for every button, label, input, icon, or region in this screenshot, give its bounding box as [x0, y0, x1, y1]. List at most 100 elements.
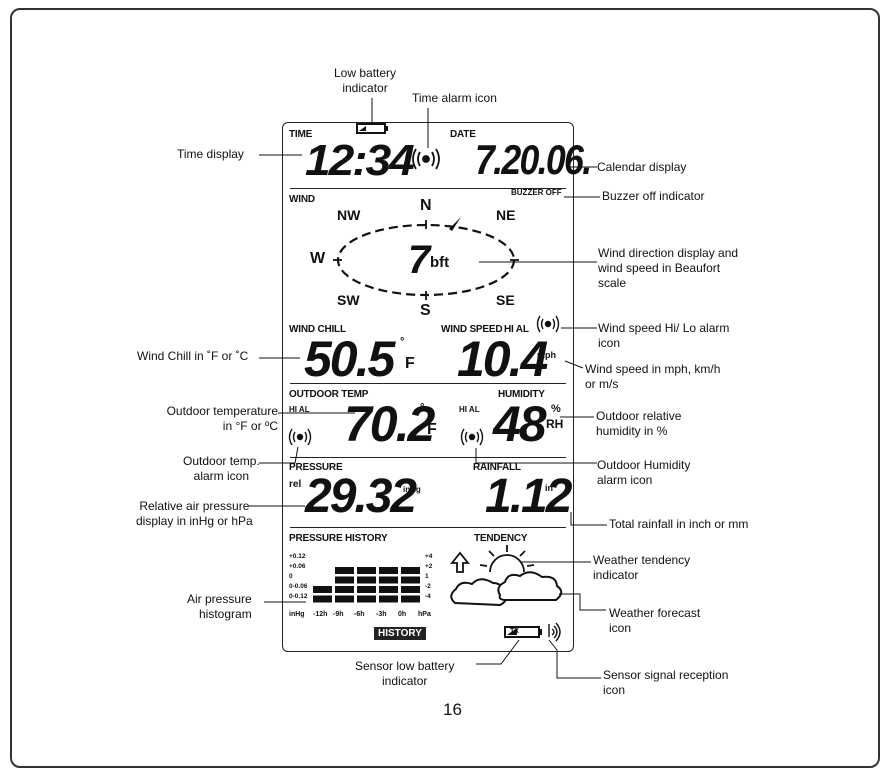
histogram-bar-segment — [335, 595, 354, 603]
compass-nw: NW — [337, 207, 361, 223]
callout-forecast: Weather forecast icon — [609, 606, 701, 635]
callout-histogram: Air pressure histogram — [187, 592, 252, 621]
humidity-unit-pct: % — [551, 403, 561, 415]
date-value: 7.20.06. — [475, 136, 592, 183]
time-alarm-icon — [412, 148, 440, 170]
histogram-left-tick: +0.12 — [289, 553, 306, 560]
histogram-bar-segment — [313, 586, 332, 593]
time-label: TIME — [289, 129, 313, 140]
callout-outdoor-humidity: Outdoor relative humidity in % — [596, 409, 682, 438]
histogram-axis-label: -9h — [333, 611, 344, 618]
rainfall-value: 1.12 — [485, 470, 572, 523]
histogram-right-tick: -4 — [425, 593, 431, 600]
histogram-bar-segment — [335, 576, 354, 584]
humidity-unit-rh: RH — [546, 417, 564, 431]
pressure-unit: inHg — [403, 485, 421, 494]
sensor-battery-icon — [504, 626, 542, 638]
histogram-left-tick: 0-0.06 — [289, 583, 308, 590]
histogram-axis-label: hPa — [418, 611, 431, 618]
compass-ticks — [333, 220, 519, 300]
histogram-bar-segment — [401, 595, 420, 603]
histogram-bar-segment — [401, 567, 420, 574]
history-button[interactable]: HISTORY — [374, 627, 426, 640]
histogram-axis-label: 0h — [398, 611, 407, 618]
wind-beaufort-value: 7 — [408, 238, 430, 282]
compass-s: S — [420, 302, 431, 319]
sun-icon — [479, 545, 535, 573]
histogram-axis-label: -12h — [313, 611, 328, 618]
temp-unit: F — [427, 421, 437, 438]
wind-chill-unit: F — [405, 355, 415, 372]
histogram-bar-segment — [335, 586, 354, 593]
wind-chill-label: WIND CHILL — [289, 324, 346, 335]
histogram-right-tick: +4 — [425, 553, 433, 560]
compass-se: SE — [496, 292, 515, 308]
histogram-bar-segment — [357, 576, 376, 584]
histogram-bar-segment — [379, 586, 398, 593]
page-number: 16 — [443, 700, 462, 719]
humidity-value: 48 — [493, 396, 547, 452]
wind-chill-value: 50.5 — [304, 331, 395, 387]
histogram-right-tick: -2 — [425, 583, 431, 590]
tendency-arrow-icon — [450, 551, 470, 573]
histogram-left-tick: 0 — [289, 573, 293, 580]
pressure-value: 29.32 — [305, 470, 417, 523]
callout-time-alarm: Time alarm icon — [412, 91, 497, 105]
callout-air-pressure: Relative air pressure display in inHg or… — [136, 499, 253, 528]
degree-symbol: ° — [400, 336, 405, 348]
wind-direction-pointer — [449, 217, 461, 231]
divider — [290, 457, 566, 458]
humidity-label: HUMIDITY — [498, 389, 545, 400]
wind-hi-al-label: HI AL — [504, 324, 529, 335]
date-label: DATE — [450, 129, 476, 140]
histogram-bar-segment — [357, 567, 376, 574]
compass-ne: NE — [496, 207, 516, 223]
compass-n: N — [420, 197, 432, 214]
temp-hi-al-label: HI AL — [289, 405, 310, 414]
callout-wind-chill: Wind Chill in ˚F or ˚C — [137, 349, 249, 363]
divider — [290, 383, 566, 384]
divider — [290, 188, 566, 189]
histogram-bar-segment — [335, 567, 354, 574]
histogram-left-tick: 0-0.12 — [289, 593, 308, 600]
pressure-label: PRESSURE — [289, 462, 343, 473]
buzzer-off-indicator: BUZZER OFF — [511, 188, 562, 197]
histogram-axis-label: -3h — [376, 611, 387, 618]
callout-wind-direction: Wind direction display and wind speed in… — [598, 246, 739, 290]
pressure-rel-label: rel — [289, 479, 302, 490]
histogram-left-tick: +0.06 — [289, 563, 306, 570]
callout-signal-reception: Sensor signal reception icon — [603, 668, 729, 697]
humidity-hi-al-label: HI AL — [459, 405, 480, 414]
wind-label: WIND — [289, 194, 315, 205]
histogram-right-tick: 1 — [425, 573, 429, 580]
callout-buzzer-off: Buzzer off indicator — [602, 189, 705, 203]
callout-humidity-alarm: Outdoor Humidity alarm icon — [597, 458, 691, 487]
histogram-axis-label: -6h — [354, 611, 365, 618]
rainfall-label: RAINFALL — [473, 462, 521, 473]
pressure-history-label: PRESSURE HISTORY — [289, 533, 388, 544]
degree-symbol: ° — [420, 402, 425, 414]
time-value: 12:34 — [305, 136, 415, 185]
bft-unit: bft — [430, 254, 450, 271]
wind-speed-label: WIND SPEED — [441, 324, 503, 335]
histogram-bar-segment — [379, 567, 398, 574]
callout-calendar-display: Calendar display — [597, 160, 687, 174]
callout-outdoor-temp: Outdoor temperature in °F or ºC — [166, 404, 278, 433]
callout-sensor-battery: Sensor low battery indicator — [355, 659, 455, 688]
histogram-bar-segment — [401, 586, 420, 593]
histogram-bar-segment — [379, 595, 398, 603]
low-battery-icon — [356, 123, 388, 134]
histogram-axis-label: inHg — [289, 611, 305, 618]
callout-wind-speed-units: Wind speed in mph, km/h or m/s — [585, 362, 721, 391]
wind-speed-unit: mph — [537, 350, 556, 360]
histogram-bar-segment — [357, 586, 376, 593]
callout-wind-alarm: Wind speed Hi/ Lo alarm icon — [598, 321, 730, 350]
compass-sw: SW — [337, 292, 360, 308]
leader-lines — [249, 98, 607, 679]
outdoor-temp-label: OUTDOOR TEMP — [289, 389, 369, 400]
humidity-alarm-icon — [460, 428, 484, 446]
wind-speed-value: 10.4 — [457, 331, 548, 387]
tendency-label: TENDENCY — [474, 533, 528, 544]
signal-reception-icon — [548, 622, 561, 642]
rainfall-unit: in — [545, 483, 553, 493]
